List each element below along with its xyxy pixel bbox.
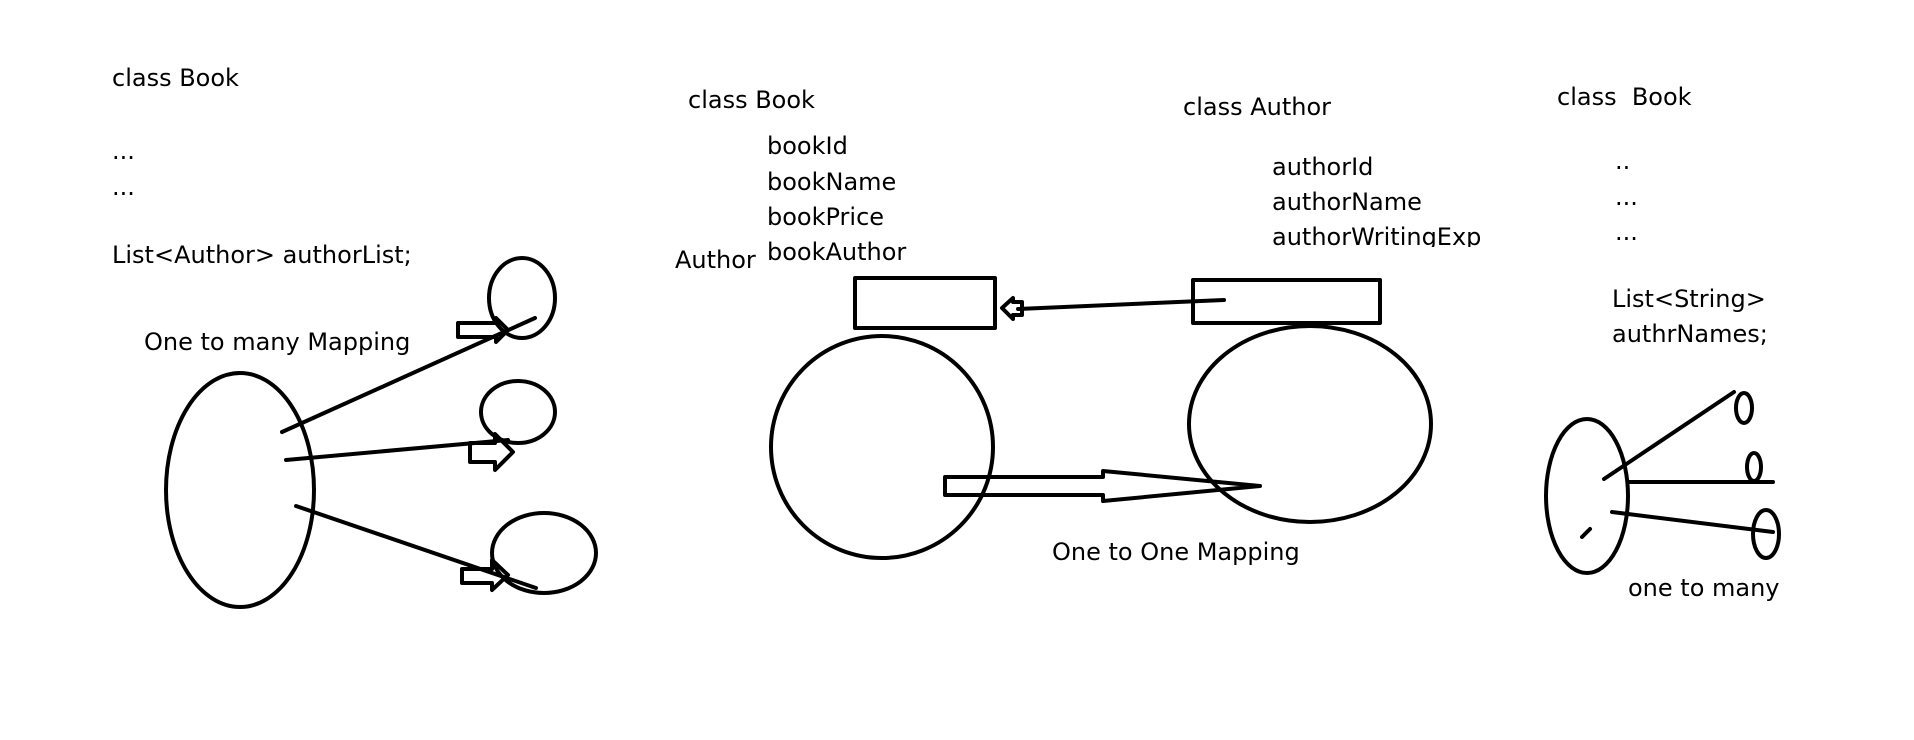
left-connector-3 [294,504,538,590]
right-list-string-line: List<String> [1612,285,1766,313]
middle-field-bookauthor: bookAuthor [767,238,907,266]
right-dots-2: ... [1615,183,1638,211]
left-author-ellipse-2 [479,379,557,445]
right-connector-3 [1610,510,1775,534]
right-connector-1 [1602,390,1736,481]
right-book-ellipse [1544,417,1630,575]
middle-class-author-title: class Author [1183,93,1332,121]
right-string-ellipse-2 [1745,451,1763,483]
left-arrow-head-3 [460,558,510,592]
middle-one-to-one-caption: One to One Mapping [1052,538,1300,566]
left-ellipsis-2: ... [112,173,135,201]
right-string-ellipse-1 [1734,391,1754,425]
left-author-list-field: List<Author> authorList; [112,241,412,269]
middle-reference-line [1016,298,1226,311]
middle-book-circle [769,334,995,560]
middle-field-authorwritingexp: authorWritingExp [1272,223,1482,247]
left-book-ellipse [164,371,316,609]
left-connector-1 [280,316,537,434]
middle-reference-arrow-head [1000,296,1024,321]
left-author-ellipse-1 [487,256,557,340]
middle-field-authorid: authorId [1272,153,1374,181]
middle-field-bookname: bookName [767,168,897,196]
middle-one-to-one-arrow [943,469,1262,503]
middle-author-side-label: Author [675,246,756,274]
right-class-book-title: class Book [1557,83,1692,111]
middle-field-authorwritingexp-clip: authorWritingExp [1272,223,1512,247]
middle-field-authorname: authorName [1272,188,1422,216]
middle-class-book-title: class Book [688,86,815,114]
left-ellipsis-1: ... [112,137,135,165]
middle-field-bookprice: bookPrice [767,203,885,231]
right-dots-3: ... [1615,218,1638,246]
right-string-ellipse-3 [1751,508,1781,560]
left-arrow-head-2 [468,432,515,472]
left-one-to-many-caption: One to many Mapping [144,328,411,356]
left-class-book-title: class Book [112,64,239,92]
right-authrnames-line: authrNames; [1612,320,1768,348]
left-arrow-head-1 [456,316,510,344]
middle-book-author-field-box [853,276,997,330]
middle-field-bookid: bookId [767,132,848,160]
left-author-ellipse-3 [490,511,598,595]
right-tick-mark [1580,527,1592,539]
right-dots-1: .. [1615,147,1631,175]
right-one-to-many-caption: one to many [1628,574,1780,602]
middle-author-circle [1187,324,1433,524]
